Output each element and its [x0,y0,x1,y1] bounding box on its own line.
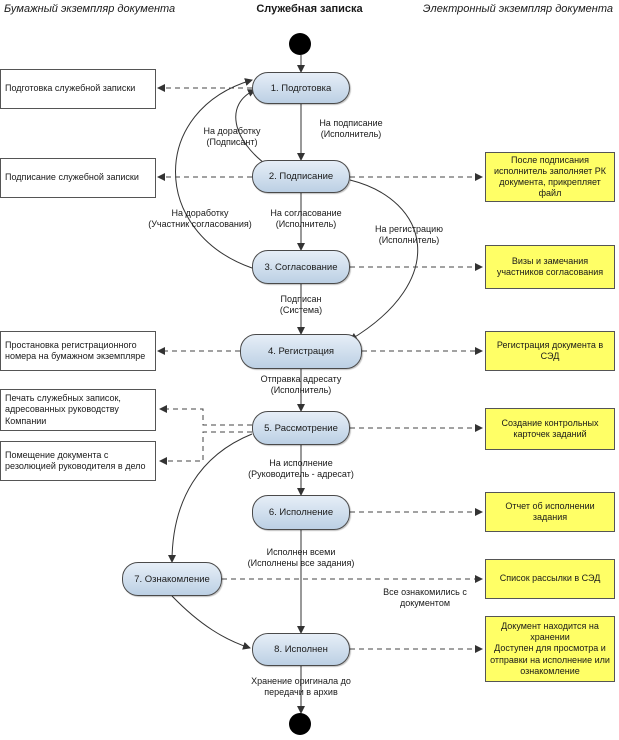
sed-box-control-cards: Создание контрольных карточек заданий [485,408,615,450]
state-approval[interactable]: 3. Согласование [252,250,350,284]
sed-box-mailing-list: Список рассылки в СЭД [485,559,615,599]
state-review[interactable]: 5. Рассмотрение [252,411,350,445]
state-registration[interactable]: 4. Регистрация [240,334,362,369]
dash-s5-paper-1 [159,405,252,426]
label-executed-by-all: Исполнен всеми (Исполнены все задания) [247,547,355,568]
start-node [289,33,311,55]
arrow-s2-rework-to-s1 [235,89,269,167]
state-signing[interactable]: 2. Подписание [252,160,350,193]
header-electronic-copy: Электронный экземпляр документа [422,3,613,15]
label-rework-approver: На доработку (Участник согласования) [148,208,252,229]
state-execution[interactable]: 6. Исполнение [252,495,350,530]
arrow-s5-to-s7 [168,433,253,563]
paper-box-print: Печать служебных записок, адресованных р… [0,389,156,431]
paper-box-filing: Помещение документа с резолюцией руковод… [0,441,156,481]
paper-box-signing: Подписание служебной записки [0,158,156,198]
header-paper-copy: Бумажный экземпляр документа [4,3,176,15]
label-to-registration: На регистрацию (Исполнитель) [375,224,443,245]
state-preparation[interactable]: 1. Подготовка [252,72,350,104]
label-to-signing: На подписание (Исполнитель) [319,118,383,139]
dash-s5-paper-2 [159,431,252,465]
label-archive: Хранение оригинала до передачи в архив [251,676,351,697]
arrow-s7-to-s8 [171,595,251,650]
paper-box-preparation: Подготовка служебной записки [0,69,156,109]
sed-box-execution-report: Отчет об исполнении задания [485,492,615,532]
sed-box-storage: Документ находится на хранении Доступен … [485,616,615,682]
sed-box-approval: Визы и замечания участников согласования [485,245,615,289]
state-completed[interactable]: 8. Исполнен [252,633,350,666]
header-title: Служебная записка [256,3,363,15]
end-node [289,713,311,735]
label-to-execution: На исполнение (Руководитель - адресат) [248,458,354,479]
arrow-s3-rework-to-s1 [175,78,253,269]
label-send-to-addressee: Отправка адресату (Исполнитель) [260,374,342,395]
sed-box-signing: После подписания исполнитель заполняет Р… [485,152,615,202]
arrow-s2-to-s4-register [349,179,419,341]
label-signed: Подписан (Система) [279,294,323,315]
label-to-approval: На согласование (Исполнитель) [270,208,342,229]
sed-box-registration: Регистрация документа в СЭД [485,331,615,371]
label-all-familiarized: Все ознакомились с документом [383,587,467,608]
label-rework-signer: На доработку (Подписант) [203,126,261,147]
state-familiarization[interactable]: 7. Ознакомление [122,562,222,596]
paper-box-registration: Простановка регистрационного номера на б… [0,331,156,371]
